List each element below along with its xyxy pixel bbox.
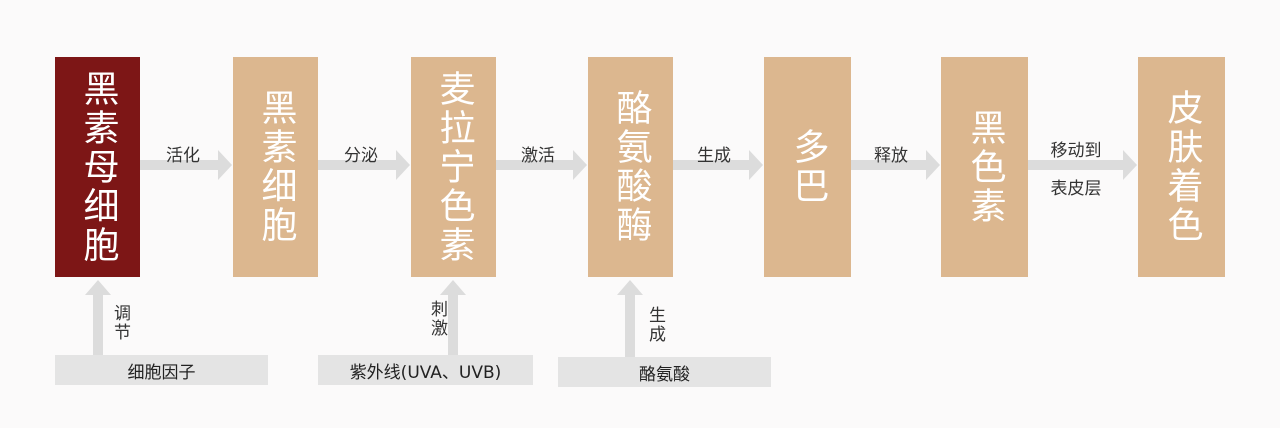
arrow-5-shape — [851, 150, 940, 180]
varrow-1-shape — [85, 280, 111, 355]
arrow-2-shape — [318, 150, 410, 180]
varrow-3-shape — [617, 280, 643, 357]
step-label-1: 黑素母细胞 — [77, 69, 119, 265]
step-box-1: 黑素母细胞 — [55, 57, 140, 277]
arrow-label-6: 移动到 — [1050, 141, 1102, 161]
arrow-label-4: 生成 — [697, 146, 731, 166]
step-label-3: 麦拉宁色素 — [433, 69, 475, 265]
step-label-7: 皮肤着色 — [1161, 89, 1203, 245]
input-action-2: 刺激 — [427, 300, 447, 338]
step-box-5: 多巴 — [764, 57, 851, 277]
arrow-label-5: 释放 — [874, 146, 908, 166]
step-box-2: 黑素细胞 — [233, 57, 318, 277]
step-label-6: 黑色素 — [964, 108, 1006, 226]
arrow-3-shape — [496, 150, 587, 180]
step-label-2: 黑素细胞 — [255, 89, 297, 245]
input-box-1: 细胞因子 — [55, 355, 268, 385]
arrow-1-shape — [140, 150, 232, 180]
input-action-1: 调节 — [110, 304, 130, 342]
step-label-5: 多巴 — [787, 128, 829, 206]
step-label-4: 酪氨酸酶 — [610, 89, 652, 245]
input-box-2: 紫外线(UVA、UVB) — [318, 355, 533, 385]
arrow-label-2: 分泌 — [344, 146, 378, 166]
arrow-label-6b: 表皮层 — [1050, 179, 1102, 199]
arrow-label-1: 活化 — [166, 146, 200, 166]
horizontal-arrows — [140, 150, 1137, 180]
arrow-6-shape — [1028, 150, 1137, 180]
step-box-7: 皮肤着色 — [1138, 57, 1225, 277]
step-box-4: 酪氨酸酶 — [588, 57, 673, 277]
step-box-6: 黑色素 — [941, 57, 1028, 277]
step-box-3: 麦拉宁色素 — [411, 57, 496, 277]
input-box-3: 酪氨酸 — [558, 357, 771, 387]
varrow-2-shape — [440, 280, 466, 355]
arrow-4-shape — [673, 150, 763, 180]
input-action-3: 生成 — [645, 306, 665, 344]
arrow-label-3: 激活 — [521, 146, 555, 166]
vertical-arrows — [85, 280, 643, 357]
